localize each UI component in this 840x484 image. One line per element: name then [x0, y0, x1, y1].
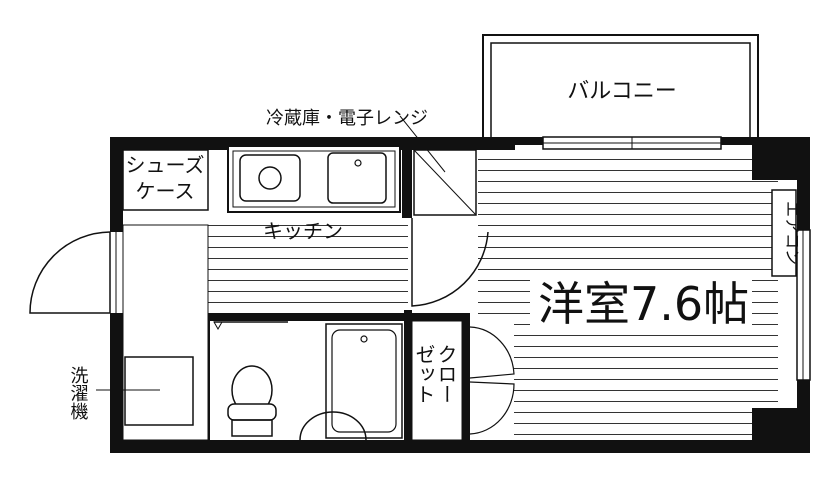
- balcony: バルコニー: [482, 34, 759, 139]
- room-label-bg: [530, 272, 752, 330]
- shoe-case-label-2: ケース: [136, 179, 195, 203]
- kitchen-counter: [227, 145, 401, 213]
- bathroom: [210, 321, 404, 441]
- side-window: [796, 229, 811, 381]
- washer-label: 洗濯機: [68, 366, 89, 421]
- fridge-space: 冷蔵庫・電子レンジ: [266, 108, 477, 216]
- kitchen-label: キッチン: [263, 219, 343, 243]
- aircon: エアコン: [771, 189, 802, 277]
- washer: 洗濯機: [68, 356, 194, 426]
- closet-label-col2: ゼット: [412, 344, 436, 404]
- bath-door-arc: [299, 411, 367, 441]
- balcony-window: [542, 136, 722, 150]
- entrance-door: [29, 231, 117, 314]
- fridge-microwave-label: 冷蔵庫・電子レンジ: [266, 108, 428, 129]
- toilet-icon: [227, 365, 277, 437]
- shoe-case-label-1: シューズ: [126, 153, 205, 177]
- room-label: 洋室7.6帖: [538, 277, 749, 331]
- balcony-label: バルコニー: [567, 79, 677, 104]
- stove-icon: [239, 154, 301, 202]
- room-door: [408, 218, 489, 310]
- closet-doors: [462, 321, 515, 440]
- closet: クロー ゼット: [411, 320, 463, 441]
- closet-label-col1: クロー: [434, 344, 458, 404]
- sink-icon: [327, 152, 387, 204]
- aircon-label: エアコン: [783, 201, 802, 265]
- shoe-case: シューズ ケース: [122, 149, 209, 211]
